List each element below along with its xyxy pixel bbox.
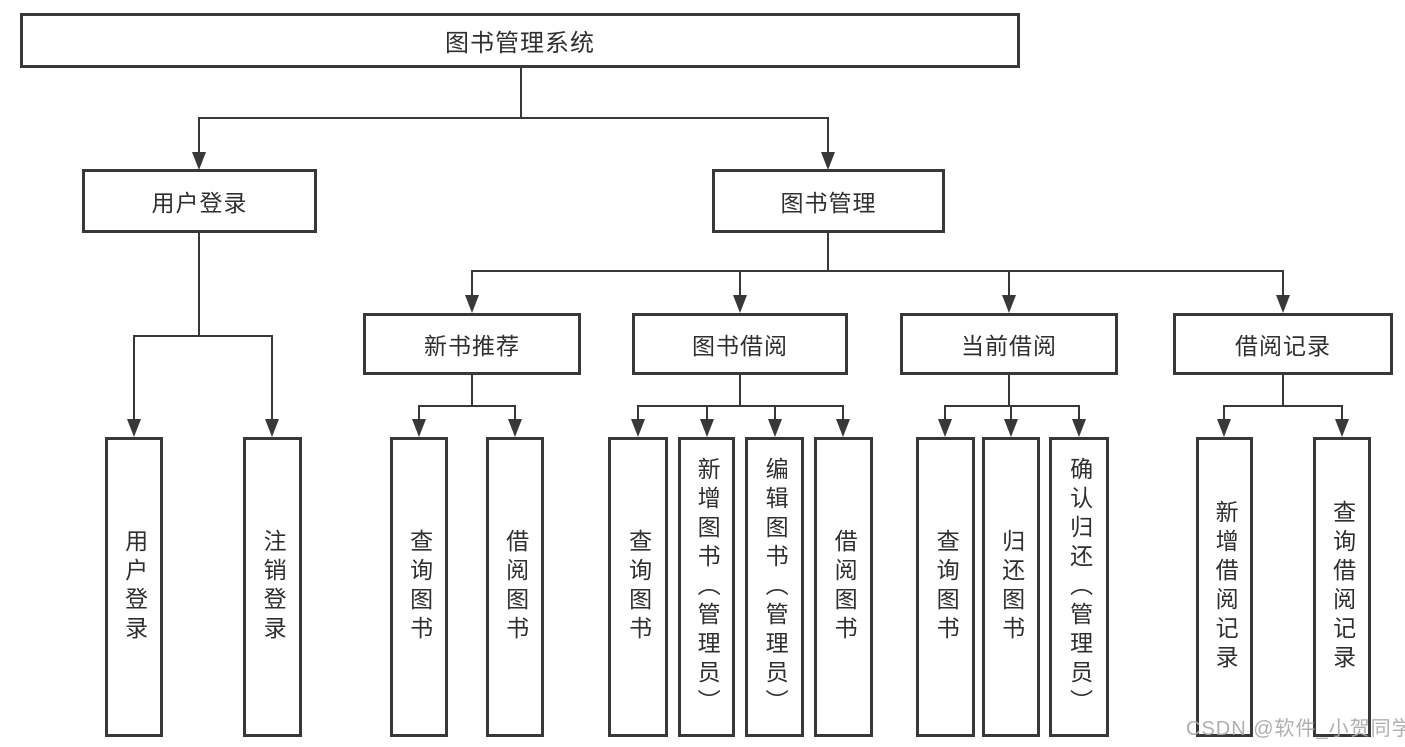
- leaf-return-books-label: 归还图书: [998, 529, 1025, 645]
- leaf-recommend-query-books-label: 查询图书: [406, 529, 433, 645]
- leaf-logout-label: 注销登录: [260, 529, 287, 645]
- arrow-down-icon: [1276, 295, 1290, 313]
- node-book-management: 图书管理: [712, 169, 945, 233]
- connector-line: [1282, 271, 1284, 295]
- arrow-down-icon: [1217, 419, 1231, 437]
- node-new-book-recommend: 新书推荐: [363, 313, 581, 375]
- leaf-add-borrow-record: 新增借阅记录: [1196, 437, 1253, 737]
- connector-line: [133, 336, 135, 419]
- connector-line: [198, 118, 200, 152]
- connector-line: [418, 405, 516, 407]
- connector-line: [944, 406, 946, 419]
- connector-line: [827, 233, 829, 271]
- connector-line: [471, 375, 473, 406]
- node-root: 图书管理系统: [20, 13, 1020, 68]
- connector-line: [1223, 405, 1343, 407]
- connector-line: [418, 406, 420, 419]
- arrow-down-icon: [700, 419, 714, 437]
- leaf-current-query-books: 查询图书: [916, 437, 975, 737]
- leaf-return-books: 归还图书: [982, 437, 1040, 737]
- connector-line: [637, 405, 844, 407]
- connector-line: [827, 118, 829, 152]
- leaf-user-login-label: 用户登录: [121, 529, 148, 645]
- node-user-login-label: 用户登录: [151, 190, 248, 216]
- leaf-borrow-books-label: 借阅图书: [831, 529, 858, 645]
- arrow-down-icon: [412, 419, 426, 437]
- connector-line: [739, 271, 741, 295]
- leaf-add-books-admin-label: 新增图书（管理员）: [694, 456, 721, 718]
- leaf-borrow-books: 借阅图书: [814, 437, 873, 737]
- leaf-edit-books-admin-label: 编辑图书（管理员）: [762, 456, 789, 718]
- leaf-edit-books-admin: 编辑图书（管理员）: [745, 437, 804, 737]
- arrow-down-icon: [938, 419, 952, 437]
- connector-line: [944, 405, 1080, 407]
- arrow-down-icon: [631, 419, 645, 437]
- connector-line: [520, 68, 522, 118]
- leaf-query-borrow-record: 查询借阅记录: [1313, 437, 1371, 737]
- connector-line: [1223, 406, 1225, 419]
- arrow-down-icon: [1004, 419, 1018, 437]
- node-borrow-records: 借阅记录: [1173, 313, 1393, 375]
- node-book-borrow-label: 图书借阅: [692, 333, 788, 359]
- connector-line: [637, 406, 639, 419]
- leaf-add-books-admin: 新增图书（管理员）: [678, 437, 735, 737]
- leaf-confirm-return-admin: 确认归还（管理员）: [1049, 437, 1109, 737]
- node-user-login: 用户登录: [82, 169, 317, 233]
- connector-line: [271, 336, 273, 419]
- connector-line: [133, 335, 273, 337]
- connector-line: [1341, 406, 1343, 419]
- node-root-label: 图书管理系统: [445, 30, 595, 57]
- connector-line: [198, 233, 200, 336]
- connector-line: [1008, 271, 1010, 295]
- arrow-down-icon: [265, 419, 279, 437]
- arrow-down-icon: [836, 419, 850, 437]
- connector-line: [471, 270, 1284, 272]
- leaf-user-login: 用户登录: [105, 437, 163, 737]
- arrow-down-icon: [768, 419, 782, 437]
- arrow-down-icon: [465, 295, 479, 313]
- leaf-recommend-borrow-books-label: 借阅图书: [502, 529, 529, 645]
- arrow-down-icon: [1335, 419, 1349, 437]
- leaf-recommend-query-books: 查询图书: [390, 437, 448, 737]
- node-borrow-records-label: 借阅记录: [1235, 333, 1331, 359]
- leaf-borrow-query-books-label: 查询图书: [625, 529, 652, 645]
- leaf-borrow-query-books: 查询图书: [608, 437, 668, 737]
- connector-line: [1282, 375, 1284, 406]
- arrow-down-icon: [733, 295, 747, 313]
- connector-line: [198, 117, 829, 119]
- arrow-down-icon: [508, 419, 522, 437]
- arrow-down-icon: [127, 419, 141, 437]
- leaf-logout: 注销登录: [243, 437, 302, 737]
- leaf-add-borrow-record-label: 新增借阅记录: [1212, 500, 1239, 674]
- connector-line: [706, 406, 708, 419]
- connector-line: [471, 271, 473, 295]
- connector-line: [1008, 375, 1010, 406]
- node-current-borrow-label: 当前借阅: [961, 333, 1057, 359]
- leaf-current-query-books-label: 查询图书: [933, 529, 960, 645]
- connector-line: [774, 406, 776, 419]
- csdn-watermark: CSDN @软件_小贺同学: [1186, 718, 1405, 740]
- arrow-down-icon: [192, 152, 206, 170]
- node-book-borrow: 图书借阅: [632, 313, 848, 375]
- arrow-down-icon: [1072, 419, 1086, 437]
- connector-line: [739, 375, 741, 406]
- node-book-management-label: 图书管理: [780, 190, 877, 216]
- leaf-recommend-borrow-books: 借阅图书: [486, 437, 544, 737]
- connector-line: [1010, 406, 1012, 419]
- arrow-down-icon: [821, 152, 835, 170]
- connector-line: [514, 406, 516, 419]
- arrow-down-icon: [1002, 295, 1016, 313]
- leaf-query-borrow-record-label: 查询借阅记录: [1329, 500, 1356, 674]
- leaf-confirm-return-admin-label: 确认归还（管理员）: [1066, 456, 1093, 718]
- node-current-borrow: 当前借阅: [900, 313, 1118, 375]
- node-new-book-recommend-label: 新书推荐: [424, 333, 520, 359]
- connector-line: [842, 406, 844, 419]
- connector-line: [1078, 406, 1080, 419]
